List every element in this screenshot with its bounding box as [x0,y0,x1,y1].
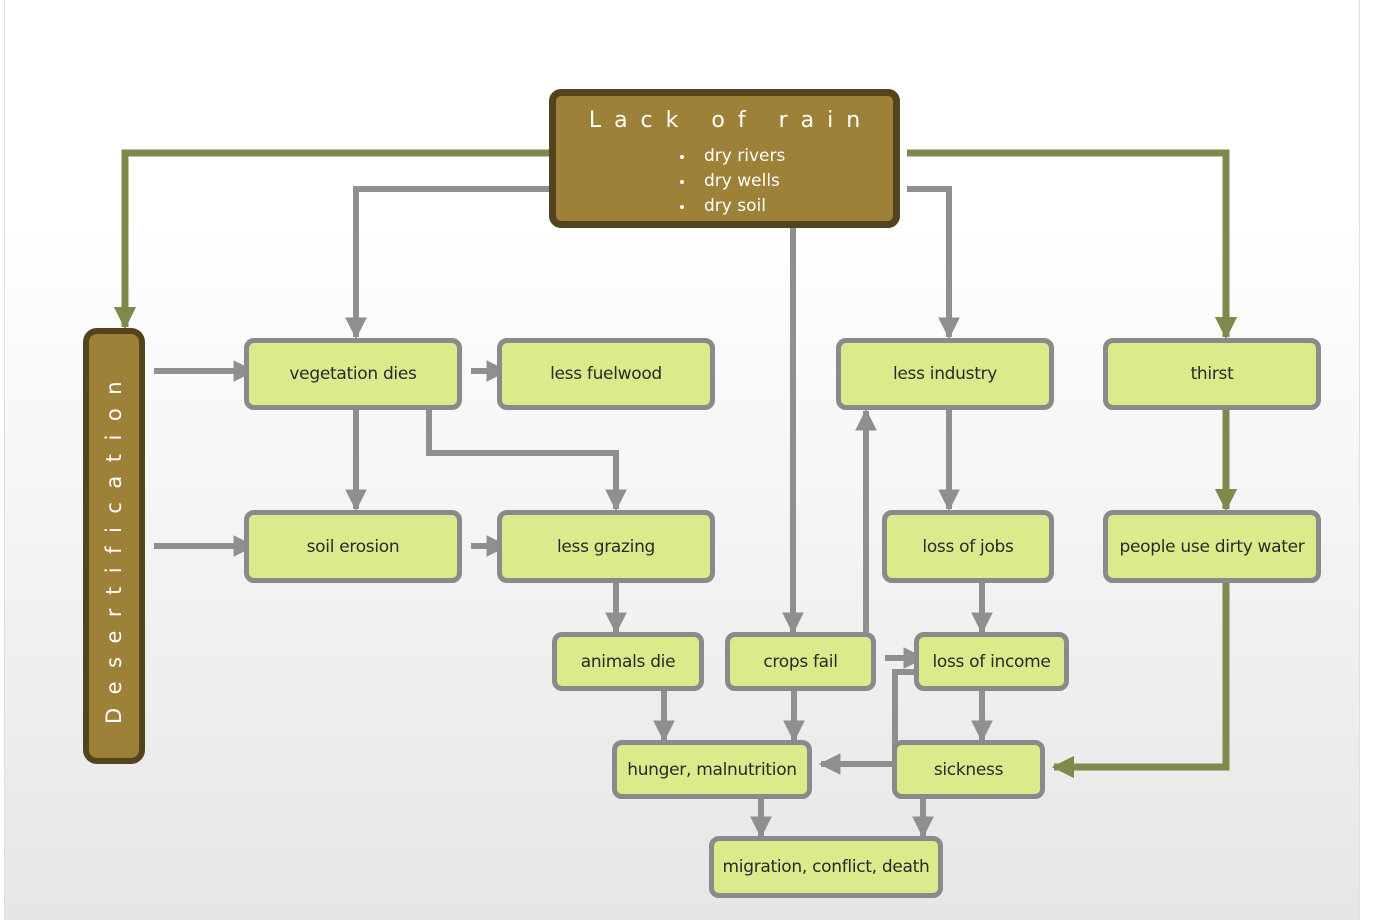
node-hunger-malnutrition: hunger, malnutrition [612,740,812,799]
arrow-main-to-desertification [113,149,561,330]
node-migration-conflict-death: migration, conflict, death [709,836,943,898]
node-people-use-dirty-water: people use dirty water [1103,510,1321,583]
lack-of-rain-list: dry rivers dry wells dry soil [678,144,785,219]
list-item: dry rivers [678,144,785,169]
list-item-text: dry rivers [704,146,786,166]
node-animals-die: animals die [552,632,704,691]
node-vegetation-dies: vegetation dies [244,338,462,410]
node-loss-of-income: loss of income [914,632,1069,691]
node-less-industry: less industry [836,338,1054,410]
node-less-fuelwood: less fuelwood [497,338,715,410]
arrow-dirty-water-to-sickness [1051,583,1230,779]
arrow-income-to-hunger [818,669,923,775]
arrow-main-to-vegetation-dies [345,186,561,340]
node-loss-of-jobs: loss of jobs [882,510,1054,583]
list-item-text: dry soil [704,196,766,216]
list-item-text: dry wells [704,171,780,191]
desertification-box: Desertification [83,328,145,764]
node-less-grazing: less grazing [497,510,715,583]
arrow-vegetation-to-grazing [426,410,627,512]
arrow-main-to-thirst [907,149,1238,340]
node-thirst: thirst [1103,338,1321,410]
node-crops-fail: crops fail [725,632,876,691]
bullet-icon [680,155,684,159]
list-item: dry wells [678,169,785,194]
bullet-icon [680,205,684,209]
desertification-label: Desertification [102,367,126,725]
node-sickness: sickness [892,740,1045,799]
node-soil-erosion: soil erosion [244,510,462,583]
arrow-main-to-less-industry [907,186,960,340]
list-item: dry soil [678,194,785,219]
lack-of-rain-box: Lack of rain dry rivers dry wells dry so… [549,89,900,228]
bullet-icon [680,180,684,184]
lack-of-rain-title: Lack of rain [588,108,874,133]
